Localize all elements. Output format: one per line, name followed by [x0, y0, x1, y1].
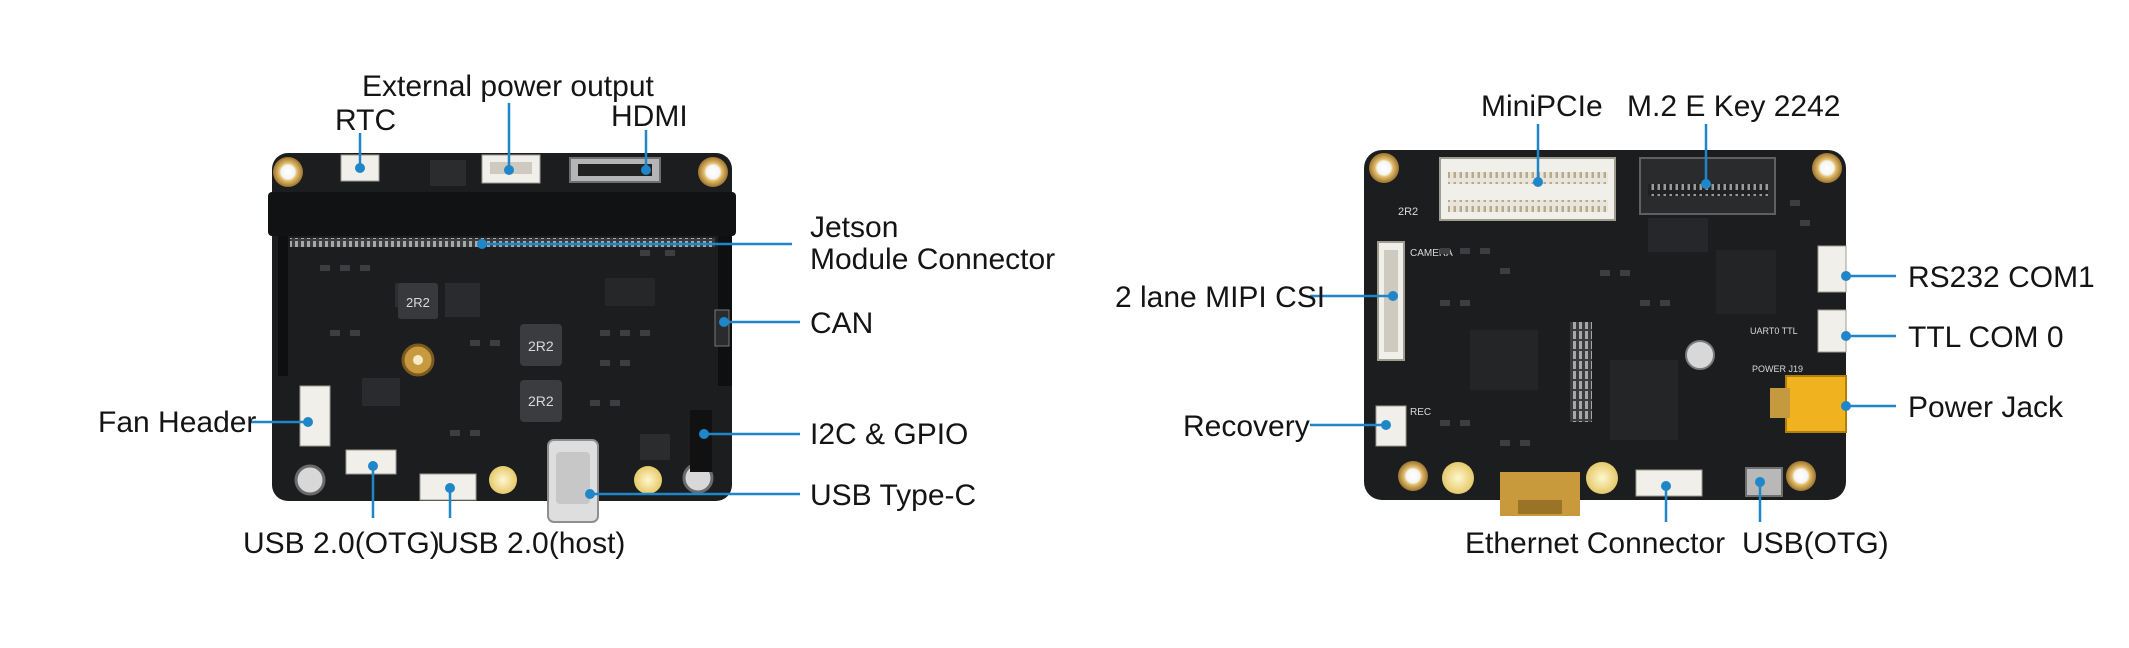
- callout-dot: [1661, 481, 1671, 491]
- inductor: [520, 380, 562, 422]
- callout-dot: [1381, 420, 1391, 430]
- mount-hole: [1398, 461, 1428, 491]
- chip: [1648, 218, 1708, 252]
- silk-2r2: 2R2: [528, 338, 554, 354]
- i2c-gpio-header: [690, 410, 712, 472]
- label-m2: M.2 E Key 2242: [1627, 90, 1840, 123]
- label-power-jack: Power Jack: [1908, 391, 2064, 424]
- fan-header: [299, 385, 331, 447]
- label-jetson-2: Module Connector: [810, 243, 1055, 276]
- callout-dot: [699, 429, 709, 439]
- label-usb-host: USB 2.0(host): [437, 527, 625, 560]
- mount-hole: [294, 464, 326, 496]
- callout-dot: [445, 483, 455, 493]
- chip: [362, 378, 400, 406]
- callout-dot: [477, 239, 487, 249]
- inductor: [520, 324, 562, 366]
- mount-hole: [1812, 153, 1842, 183]
- callout-dot: [1841, 401, 1851, 411]
- label-hdmi: HDMI: [611, 100, 688, 133]
- back-callouts: MiniPCIe M.2 E Key 2242 2 lane MIPI CSI …: [1115, 90, 2095, 560]
- label-usb-otg: USB 2.0(OTG): [243, 527, 440, 560]
- silk-2r2: 2R2: [406, 295, 430, 310]
- led-pad: [489, 466, 517, 494]
- label-ext-power: External power output: [362, 70, 655, 103]
- silk-power: POWER J19: [1752, 364, 1803, 374]
- resistor-array: [1570, 322, 1592, 422]
- chip: [445, 283, 480, 317]
- callout-dot: [303, 417, 313, 427]
- label-fan: Fan Header: [98, 406, 256, 439]
- callout-dot: [1841, 271, 1851, 281]
- callout-dot: [585, 489, 595, 499]
- inductor: [398, 283, 438, 319]
- mount-hole: [1786, 461, 1816, 491]
- label-i2c: I2C & GPIO: [810, 418, 968, 451]
- chip: [605, 278, 655, 306]
- back-pcb: [1364, 150, 1846, 500]
- label-ethernet: Ethernet Connector: [1465, 527, 1725, 560]
- sodimm-side-left: [278, 236, 288, 376]
- chip: [1716, 250, 1776, 314]
- label-mipi: 2 lane MIPI CSI: [1115, 281, 1325, 314]
- label-usb-otg-back: USB(OTG): [1742, 527, 1889, 560]
- silk-rec: REC: [1410, 407, 1431, 418]
- led-pad: [1586, 462, 1618, 494]
- callout-dot: [1841, 331, 1851, 341]
- power-jack: [1785, 375, 1847, 433]
- label-ttl: TTL COM 0: [1908, 321, 2064, 354]
- callout-dot: [355, 163, 365, 173]
- back-board: CAMERA 2R2 REC UART0 TTL POWER J19: [1364, 150, 1847, 516]
- chip: [1610, 360, 1678, 440]
- callout-dot: [1533, 177, 1543, 187]
- label-rs232: RS232 COM1: [1908, 261, 2095, 294]
- can-connector: [714, 309, 730, 347]
- mount-hole: [698, 157, 728, 187]
- silk-2r2: 2R2: [528, 393, 554, 409]
- sodimm-frame: [268, 192, 736, 236]
- rtc-connector: [340, 154, 380, 182]
- label-recovery: Recovery: [1183, 410, 1310, 443]
- callout-dot: [504, 165, 514, 175]
- callout-dot: [1755, 477, 1765, 487]
- label-rtc: RTC: [335, 104, 396, 137]
- led-pad: [634, 466, 662, 494]
- chip: [1470, 330, 1538, 390]
- callout-dot: [719, 317, 729, 327]
- rs232-connector: [1817, 245, 1847, 293]
- callout-dot: [1388, 291, 1398, 301]
- mount-hole: [1369, 153, 1399, 183]
- callout-dot: [1701, 179, 1711, 189]
- callout-dot: [368, 461, 378, 471]
- silk-2r2: 2R2: [1398, 206, 1418, 218]
- jetson-connector: [290, 238, 715, 247]
- led-pad: [1442, 462, 1474, 494]
- front-callouts: RTC External power output HDMI Jetson Mo…: [98, 70, 1055, 560]
- chip: [640, 434, 670, 460]
- label-can: CAN: [810, 307, 873, 340]
- front-board: 2R2 2R2 2R2: [268, 153, 736, 523]
- silk-camera: CAMERA: [1410, 248, 1453, 259]
- standoff: [1685, 340, 1715, 370]
- callout-dot: [641, 165, 651, 175]
- label-minipcie: MiniPCIe: [1481, 90, 1603, 123]
- label-usbc: USB Type-C: [810, 479, 976, 512]
- silk-uart: UART0 TTL: [1750, 326, 1798, 336]
- ttl-connector: [1817, 309, 1847, 353]
- mount-hole: [273, 157, 303, 187]
- label-jetson-1: Jetson: [810, 211, 898, 244]
